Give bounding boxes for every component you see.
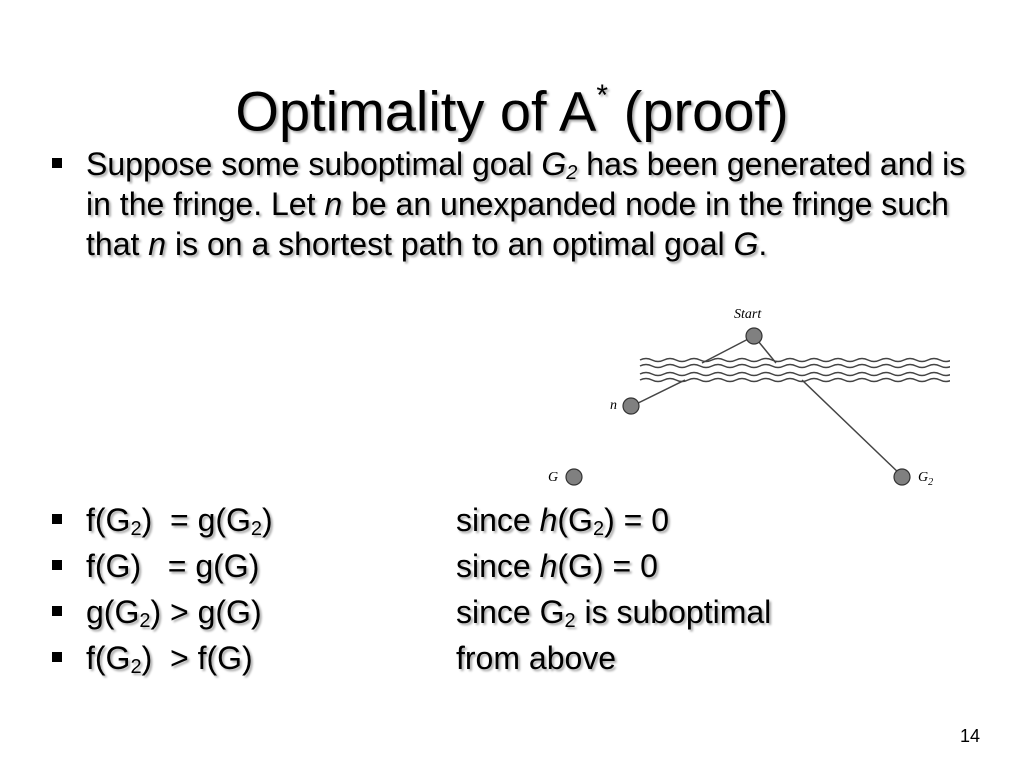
g-node [565,468,583,486]
intro-text-2: has been generated and is in the fringe.… [86,146,966,222]
row-3-right: since G2 is suboptimal [456,592,771,632]
row-3-right-b: is suboptimal [575,594,772,630]
title-main: Optimality of A [235,79,597,143]
row-1-right-h: h [539,502,558,538]
bullet-marker [52,560,62,570]
fringe-line-2 [639,363,950,369]
fringe-line-3 [639,371,950,377]
title-rest: (proof) [608,79,789,143]
g-label: G [548,470,558,485]
row-4-left: f(G2) > f(G) [86,638,253,678]
row-1-right-a: since [456,502,540,538]
bullet-marker [52,158,62,168]
row-1-left-sub: 2 [130,518,142,540]
page-number: 14 [959,726,980,746]
row-1-left-sub-2: 2 [250,518,263,540]
intro-n-var: n [324,186,343,222]
edge-to-n [631,379,686,407]
g2-label-sub: 2 [928,477,933,488]
row-2-left: f(G) = g(G) [86,546,259,586]
intro-text-5: . [758,226,768,262]
row-4-right: from above [456,638,616,678]
intro-g2-sub: 2 [566,162,578,184]
n-label: n [610,398,617,413]
row-2-right-a: since [456,548,540,584]
bullet-marker [52,514,62,524]
row-4-left-sub: 2 [130,656,142,678]
edge-start-left [701,335,755,364]
fringe-line-4 [639,377,950,383]
row-2-right: since h(G) = 0 [456,546,658,586]
intro-text-3: be an unexpanded node in the fringe such… [86,186,949,262]
row-1-left-a: f(G [86,502,131,538]
intro-n-var-2: n [148,226,167,262]
g2-label-main: G [918,470,928,485]
row-3-left-b: ) > g(G) [150,594,262,630]
row-1-left-c: ) [262,502,273,538]
row-3-left: g(G2) > g(G) [86,592,262,632]
row-4-left-a: f(G [86,640,131,676]
start-node [745,327,763,345]
intro-text-4: is on a shortest path to an optimal goal [166,226,734,262]
row-2-left-a: f(G) = g(G) [86,548,260,584]
row-1-right-c: ) = 0 [604,502,669,538]
row-1-left-b: ) = g(G [141,502,251,538]
slide-title: Optimality of A* (proof) [0,70,1024,144]
row-1-right-b: (G [557,502,593,538]
n-node [622,397,640,415]
fringe-line-1 [639,357,950,363]
intro-g2-var: G [541,146,567,182]
bullet-marker [52,652,62,662]
row-4-right-a: from above [456,640,617,676]
intro-bullet: Suppose some suboptimal goal G2 has been… [86,144,986,264]
row-3-right-sub: 2 [564,610,576,632]
intro-text-1: Suppose some suboptimal goal [86,146,542,182]
row-3-left-sub: 2 [139,610,151,632]
start-label: Start [734,307,762,322]
bullet-marker [52,606,62,616]
row-4-left-b: ) > f(G) [141,640,253,676]
edge-to-g2 [801,379,903,477]
row-2-right-h: h [539,548,558,584]
g2-node [893,468,911,486]
row-1-left: f(G2) = g(G2) [86,500,273,540]
row-1-right: since h(G2) = 0 [456,500,669,540]
title-superscript: * [596,79,609,112]
row-3-left-a: g(G [86,594,140,630]
row-3-right-a: since G [456,594,565,630]
g2-label: G2 [918,470,933,488]
intro-g-var: G [733,226,759,262]
row-2-right-b: (G) = 0 [557,548,658,584]
row-1-right-sub: 2 [592,518,605,540]
search-tree-diagram: Start n G G2 [548,307,950,488]
